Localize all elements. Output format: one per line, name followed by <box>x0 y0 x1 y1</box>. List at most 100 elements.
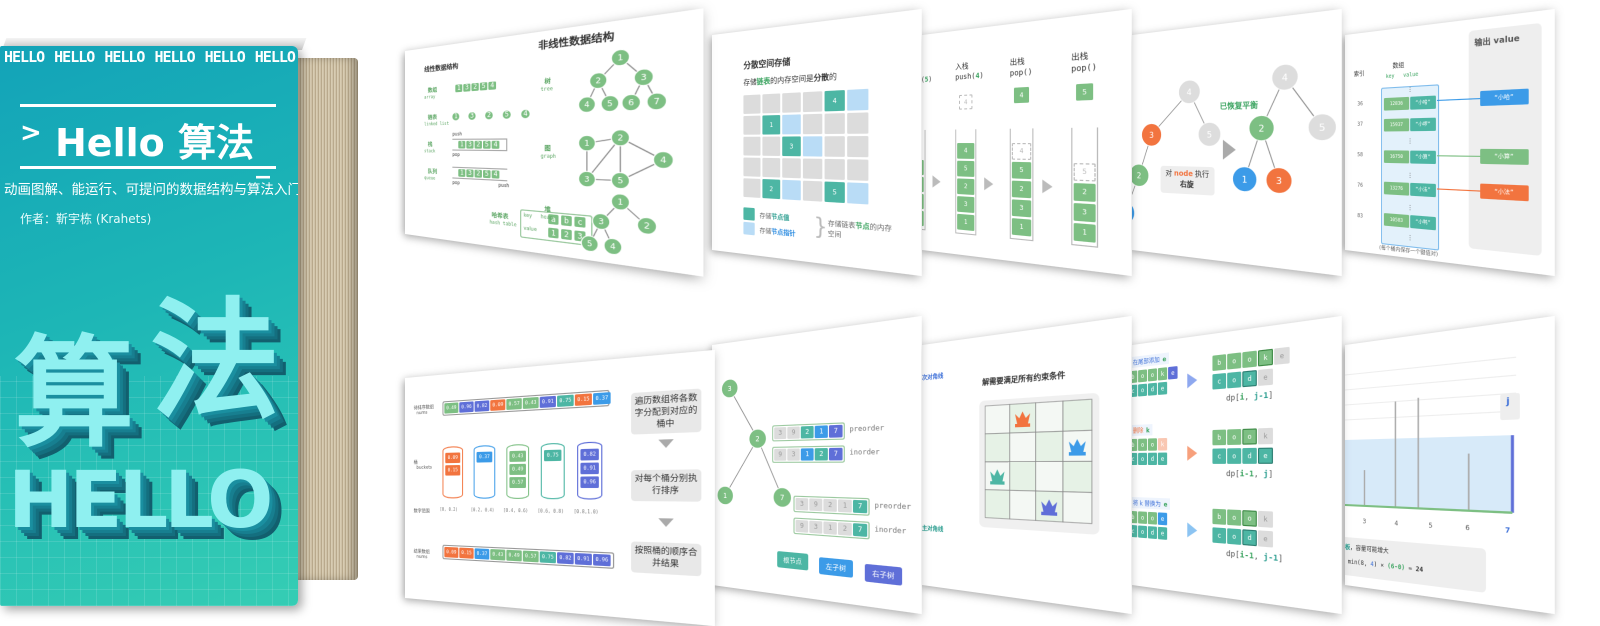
order-cell: 9 <box>787 426 799 438</box>
word2-cell: d <box>1242 529 1257 546</box>
index-label: 83 <box>1357 213 1363 220</box>
word1-cell: b <box>1212 430 1226 446</box>
cover-hello-word: HELLO <box>255 48 295 66</box>
key-cell: 16750 <box>1384 150 1409 163</box>
inorder-label: inorder <box>849 448 879 457</box>
range-label: [0.8,1.0) <box>574 509 599 515</box>
call-part: pop() <box>1010 68 1033 79</box>
word1-cell: o <box>1148 438 1157 450</box>
stack-element: 1 <box>1074 223 1096 243</box>
board-square <box>1036 431 1063 461</box>
word1-cell: b <box>1212 509 1226 525</box>
word2-cell: e <box>1258 448 1273 464</box>
dp-part: ] <box>1268 470 1273 479</box>
range-label: [0, 0.2) <box>440 507 458 512</box>
order-cell: 3 <box>809 521 822 534</box>
cover-hello-word: HELLO <box>54 48 94 66</box>
node-value-cell: 4 <box>825 90 845 111</box>
bucket-cell: 0.09 <box>445 452 460 463</box>
nonlinear-title: 非线性数据结构 <box>538 29 614 52</box>
key-cell: 13276 <box>1384 182 1409 196</box>
word1-cell: o <box>1242 510 1257 527</box>
result-cell: 0.91 <box>575 553 592 565</box>
word1-cell: k <box>1158 438 1167 451</box>
result-cell: 0.43 <box>490 549 505 561</box>
node-label: 3 <box>598 218 604 227</box>
result-cell: 0.96 <box>593 554 611 567</box>
down-arrow-icon <box>658 439 673 448</box>
left-subtree-legend: 左子树 <box>819 557 853 578</box>
result-cell: 0.09 <box>444 547 458 558</box>
key-header: key <box>1386 73 1395 80</box>
right-arrow-icon <box>1042 180 1052 194</box>
value-cell: “小算” <box>1410 151 1436 164</box>
range-label: [0.2, 0.4) <box>471 507 495 513</box>
legend-part: 节点值 <box>771 214 789 223</box>
bucket-cell: 0.15 <box>445 465 460 476</box>
input-cell: 0.37 <box>593 392 611 405</box>
data-cell: 5 <box>480 82 487 90</box>
node-value-cell: 1 <box>762 115 780 135</box>
output-value: “小算” <box>1480 149 1529 165</box>
step-box: 遍历数组将各数字分配到对应的桶中 <box>631 388 701 435</box>
node-pointer-cell <box>803 136 822 156</box>
dp-part: i-1 <box>1240 550 1254 560</box>
ellipsis: ⋮ <box>1407 204 1413 212</box>
memory-cell <box>803 91 822 112</box>
word2-cell: c <box>1132 385 1137 398</box>
memory-cell <box>743 178 760 198</box>
bucket-cell: 0.37 <box>477 452 493 463</box>
formula-part: 24 <box>1416 566 1423 574</box>
node-label: 2 <box>755 434 759 443</box>
board-square <box>1036 462 1063 492</box>
linear-title: 线性数据结构 <box>424 61 458 74</box>
node-pointer-cell <box>847 89 868 111</box>
j-pointer-box <box>1500 393 1520 420</box>
brace-part: 存储链表 <box>828 220 855 230</box>
tube-outline <box>452 138 507 151</box>
row-label-zh: 栈 <box>428 141 433 148</box>
word1-cell: k <box>1258 511 1273 528</box>
row-label-en: queue <box>424 175 435 181</box>
op-char: e <box>1164 501 1168 508</box>
order-cell: 7 <box>829 425 843 438</box>
pop-label: pop <box>452 152 459 158</box>
memory-cell <box>743 158 760 177</box>
key-label: key <box>524 212 532 219</box>
node-label: 7 <box>654 98 661 107</box>
memory-cell <box>743 137 760 156</box>
legend-pointer: 存储节点指针 <box>760 225 796 238</box>
memory-cell <box>803 114 822 134</box>
cover-art-hello: HELLO <box>8 456 270 546</box>
word1-cell: o <box>1227 509 1241 525</box>
word2-cell: e <box>1158 527 1167 540</box>
word2-cell: d <box>1148 383 1157 396</box>
value-cell: “小哈” <box>1410 96 1436 110</box>
right-arrow-icon <box>1187 446 1197 461</box>
brace: } <box>814 212 828 240</box>
title-cursor: _ <box>256 146 270 179</box>
index-label: 76 <box>1357 183 1363 189</box>
index-label: 58 <box>1357 152 1363 158</box>
word1-cell: o <box>1138 511 1147 524</box>
tree-after-rotation: 42513 <box>1132 9 1342 258</box>
cover-hello-word: HELLO <box>104 48 144 66</box>
node-value-cell: 3 <box>782 136 801 156</box>
right-arrow-icon <box>984 177 993 190</box>
preorder-label: preorder <box>875 502 912 512</box>
word1-cell: o <box>1227 352 1241 369</box>
word1-cell: o <box>1148 512 1157 525</box>
root-legend: 根节点 <box>777 551 808 571</box>
stack-element: 2 <box>1012 181 1031 199</box>
value-cell: “小鸭” <box>1410 215 1436 230</box>
dp-part: , <box>1254 470 1264 479</box>
book-subtitle: 动画图解、能运行、可提问的数据结构与算法入门教程 <box>4 178 298 198</box>
word2-cell: c <box>1212 527 1226 543</box>
memory-cell <box>743 94 760 114</box>
heap-label-en: heap <box>541 213 553 220</box>
word2-cell: d <box>1242 370 1257 387</box>
slide-stack-operations: 入栈push(5)55231入栈push(4)445231出栈pop()4452… <box>922 9 1132 276</box>
ellipsis: ⋮ <box>1407 138 1413 146</box>
node-label: 3 <box>641 74 648 83</box>
call-part: ) <box>980 71 984 80</box>
